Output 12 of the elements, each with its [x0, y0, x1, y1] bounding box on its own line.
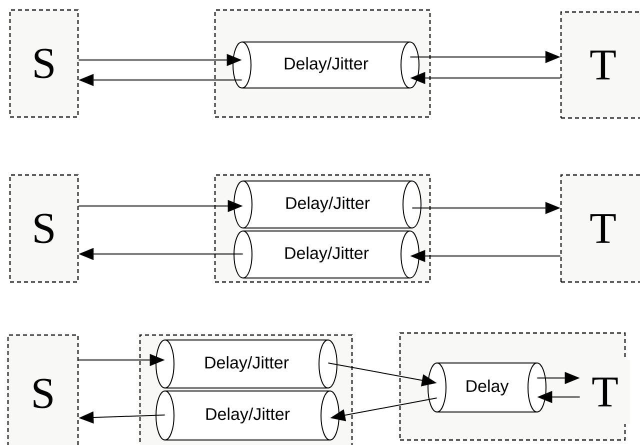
endpoint-box: S — [7, 334, 79, 445]
endpoint-box: T — [560, 11, 640, 119]
endpoint-label: T — [580, 360, 630, 424]
endpoint-box: S — [9, 9, 79, 118]
cylinder: Delay/Jitter — [156, 340, 338, 388]
cylinder: Delay/Jitter — [156, 390, 340, 440]
cylinder: Delay/Jitter — [234, 180, 422, 228]
endpoint-box: S — [9, 174, 79, 283]
cylinder: Delay — [428, 362, 546, 412]
cylinder: Delay/Jitter — [232, 42, 420, 88]
cylinder: Delay/Jitter — [234, 230, 420, 278]
endpoint-box: T — [560, 174, 640, 283]
